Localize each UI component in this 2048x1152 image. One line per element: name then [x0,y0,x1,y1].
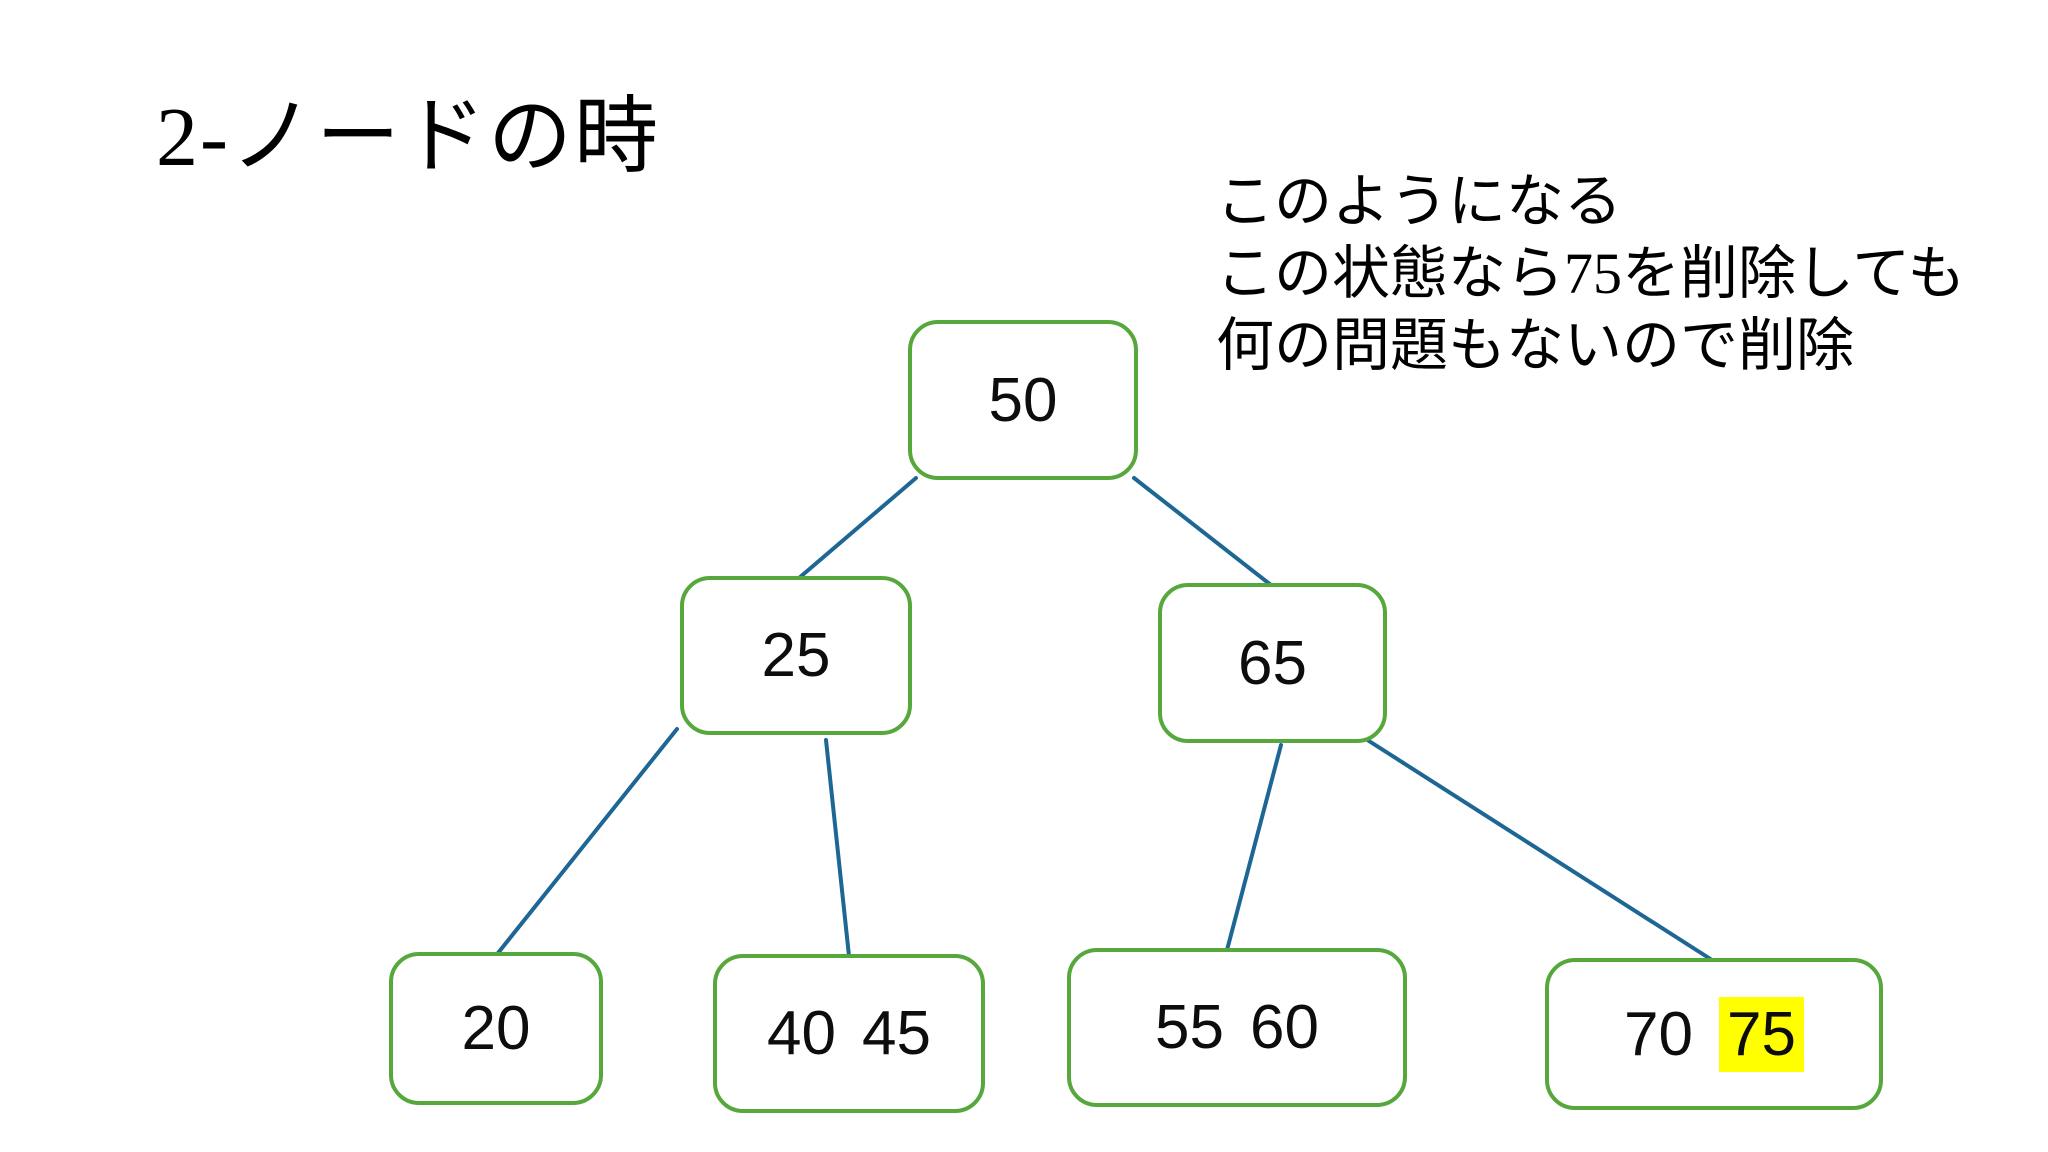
node-value: 70 [1624,999,1693,1069]
edge-65-to-55-60 [1225,743,1283,952]
node-value-highlighted: 75 [1719,996,1804,1072]
edge-50-to-65 [1132,476,1273,587]
tree-node-50: 50 [908,320,1138,480]
node-value: 45 [862,999,931,1068]
edge-25-to-40-45 [824,738,851,958]
annotation-line-3: 何の問題もないので削除 [1216,313,1855,378]
tree-node-65: 65 [1158,583,1387,743]
node-value: 40 [767,999,836,1068]
node-value: 20 [461,994,531,1063]
tree-node-40-45: 40 45 [713,954,985,1113]
annotation-line-1: このようになる [1216,169,1623,234]
tree-node-25: 25 [680,576,912,735]
annotation-block: このようになる この状態なら75を削除しても 何の問題もないので削除 [1216,166,1965,382]
tree-node-20: 20 [389,952,603,1105]
tree-node-55-60: 55 60 [1067,948,1407,1107]
edge-50-to-25 [797,476,918,580]
tree-node-70-75: 70 75 [1545,958,1883,1110]
node-value: 55 [1155,993,1224,1062]
edge-65-to-70-75 [1356,732,1714,962]
node-value: 60 [1250,993,1319,1062]
slide-title: 2-ノードの時 [156,91,660,184]
annotation-line-2: この状態なら75を削除しても [1216,241,1966,306]
node-value: 25 [761,621,831,690]
node-value: 50 [988,365,1058,435]
node-value: 65 [1238,628,1307,698]
edge-25-to-20 [496,727,679,955]
